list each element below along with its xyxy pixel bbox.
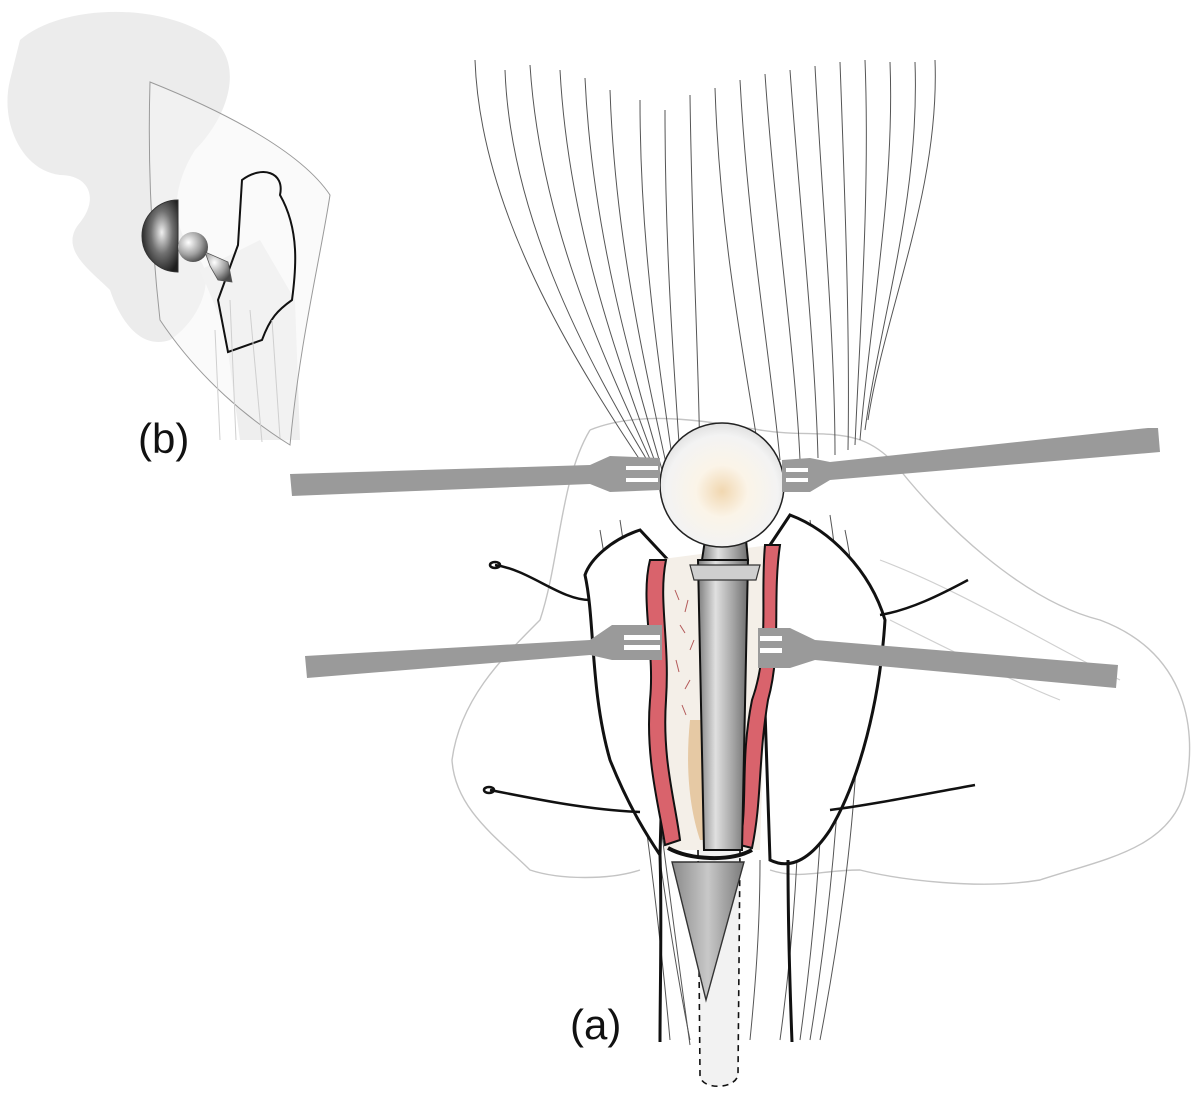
panel-a xyxy=(290,59,1191,1087)
cancellous-texture xyxy=(674,589,695,716)
hip-outline xyxy=(451,417,1191,885)
inset-ball xyxy=(178,232,208,262)
inset-neck xyxy=(204,251,233,283)
femur-shaft-right xyxy=(786,859,794,1043)
suture-upper-right xyxy=(879,578,969,617)
canal-opening xyxy=(667,846,753,860)
suture-loop xyxy=(482,785,496,795)
panel-b-label: (b) xyxy=(138,415,190,462)
suture-lower-right xyxy=(829,783,976,812)
right-skin-flap xyxy=(758,513,887,866)
suture-loop xyxy=(488,560,502,570)
sutures xyxy=(482,560,976,814)
femoral-head xyxy=(659,422,785,548)
retractor-upper-right[interactable] xyxy=(782,428,1160,492)
inset-fibers xyxy=(214,299,281,443)
reamer-cone xyxy=(671,861,745,1003)
panel-a-label: (a) xyxy=(570,1001,622,1048)
retractors[interactable] xyxy=(290,428,1160,688)
femoral-stem xyxy=(696,559,750,851)
panel-b-inset xyxy=(7,11,331,446)
inset-bone-fragment xyxy=(216,171,297,354)
suture-lower-left xyxy=(489,788,641,814)
retractor-upper-left[interactable] xyxy=(290,456,660,496)
femur-shaft-left xyxy=(658,854,663,1043)
retractor-middle-left[interactable] xyxy=(305,625,662,678)
inset-cup xyxy=(141,199,179,273)
retractor-middle-right[interactable] xyxy=(758,628,1118,688)
suture-upper-left xyxy=(494,563,591,602)
stem-collar xyxy=(689,564,761,581)
